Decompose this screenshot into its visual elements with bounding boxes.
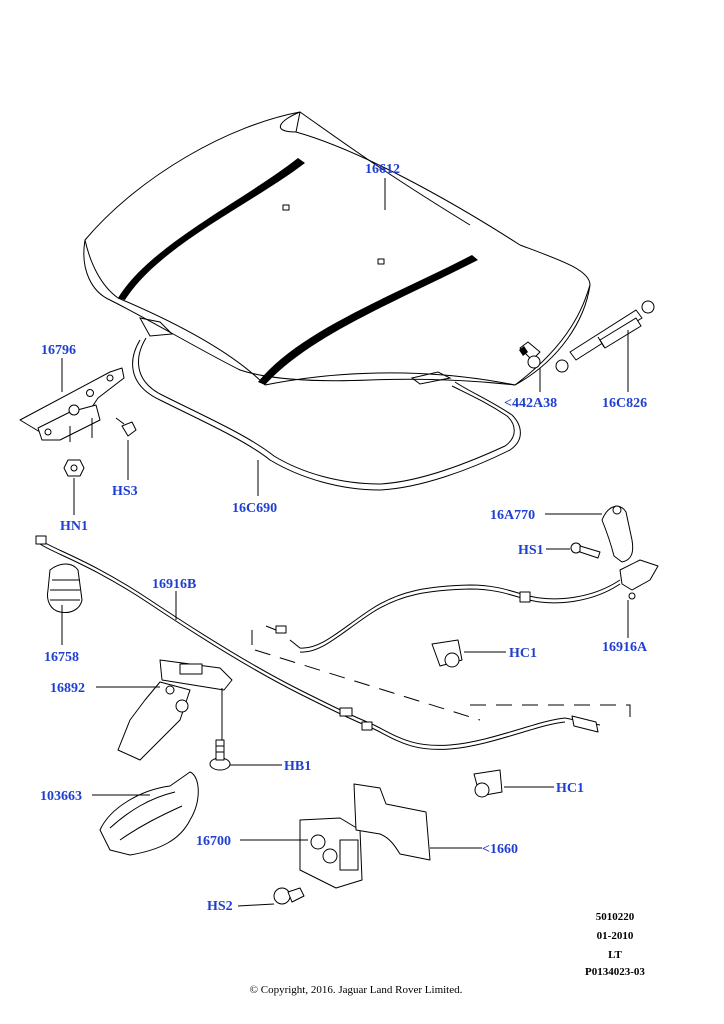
latch-screw — [273, 887, 305, 905]
hood-seal — [132, 337, 521, 491]
release-cable-rear — [35, 535, 601, 750]
label-catch-bolt: HB1 — [284, 759, 311, 774]
drawing-info: 5010220 01-2010 LT P0134023-03 — [585, 911, 645, 978]
label-hinge-nut: HN1 — [60, 519, 88, 534]
label-latch-bracket: <1660 — [482, 842, 518, 857]
handle-screw — [570, 542, 601, 559]
label-catch-cover: 103663 — [40, 789, 82, 804]
label-cable-clip-lower: HC1 — [556, 781, 584, 796]
safety-catch — [117, 659, 233, 761]
label-cable-rear: 16916B — [152, 577, 196, 592]
label-seal: 16C690 — [232, 501, 277, 516]
copyright: © Copyright, 2016. Jaguar Land Rover Lim… — [250, 984, 463, 996]
release-handle — [601, 505, 634, 563]
catch-bolt — [209, 739, 231, 771]
cable-clip-lower-part — [473, 769, 503, 798]
hood-panel — [83, 111, 591, 386]
drawing-code-1: 5010220 — [596, 911, 635, 923]
guide-lines — [251, 630, 631, 721]
hood-hinge — [19, 367, 125, 442]
release-cable-front — [265, 559, 659, 653]
label-safety-catch: 16892 — [50, 681, 85, 696]
label-cable-front: 16916A — [602, 640, 648, 655]
leader-lines — [61, 178, 629, 907]
label-latch: 16700 — [196, 834, 231, 849]
label-release-handle: 16A770 — [490, 508, 535, 523]
label-hinge: 16796 — [41, 343, 76, 358]
bump-stop — [47, 563, 83, 613]
label-cable-clip-upper: HC1 — [509, 646, 537, 661]
cable-clip-upper-part — [431, 639, 463, 668]
catch-cover — [99, 771, 199, 856]
label-hinge-screw: HS3 — [112, 484, 138, 499]
label-handle-screw: HS1 — [518, 543, 544, 558]
label-bump-stop: 16758 — [44, 650, 79, 665]
hood-latch — [299, 817, 363, 889]
hinge-screw — [115, 417, 137, 437]
strut-clip — [519, 341, 541, 369]
label-gas-strut: 16C826 — [602, 396, 647, 411]
drawing-code-3: LT — [608, 949, 622, 961]
gas-strut — [555, 300, 655, 373]
latch-bracket — [353, 783, 431, 861]
label-strut-clip: <442A38 — [504, 396, 557, 411]
label-hood: 16612 — [365, 162, 400, 177]
drawing-code-2: 01-2010 — [597, 930, 634, 942]
drawing-code-4: P0134023-03 — [585, 966, 645, 978]
label-latch-screw: HS2 — [207, 899, 233, 914]
hinge-nut — [63, 459, 85, 477]
callouts: 16612 16796 HS3 HN1 16C690 <442A38 16C82… — [40, 162, 648, 914]
